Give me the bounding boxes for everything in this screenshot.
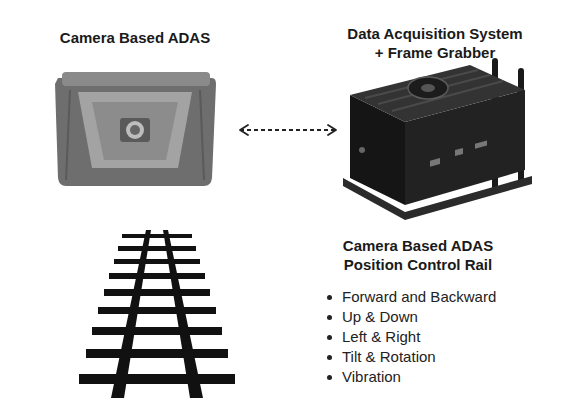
rail-track-part xyxy=(118,246,196,251)
arrow-head xyxy=(328,125,336,135)
motion-label: Vibration xyxy=(342,367,401,387)
rail-track-part xyxy=(86,349,228,358)
motion-label: Tilt & Rotation xyxy=(342,347,436,367)
data-acquisition-box-part xyxy=(365,70,478,98)
rail-track-part xyxy=(104,289,210,296)
rail-track-part xyxy=(122,234,192,238)
bullet-dot xyxy=(327,355,332,360)
motion-label: Up & Down xyxy=(342,307,418,327)
adas-camera-part xyxy=(55,78,216,186)
adas-camera-part xyxy=(126,121,144,139)
bullet-dot xyxy=(327,335,332,340)
adas-camera-part xyxy=(78,92,192,168)
rail-track-part xyxy=(79,374,235,384)
data-acquisition-box-part xyxy=(408,77,448,99)
bullet-dot xyxy=(327,295,332,300)
adas-camera-part xyxy=(92,102,178,160)
dashed-connector xyxy=(240,125,336,135)
rail-track-part xyxy=(92,327,222,335)
data-acquisition-box-part xyxy=(359,147,365,153)
arrow-head xyxy=(240,125,248,135)
rail-track-part xyxy=(111,230,151,398)
motion-label: Forward and Backward xyxy=(342,287,496,307)
node-heading: Camera Based ADAS xyxy=(40,28,230,47)
rail-track-part xyxy=(98,307,216,314)
node-heading: Data Acquisition System + Frame Grabber xyxy=(343,24,527,62)
rail-track xyxy=(79,230,235,398)
adas-camera-part xyxy=(200,90,204,180)
figure-node: Data Acquisition System + Frame Grabber xyxy=(330,18,540,226)
motion-label: Left & Right xyxy=(342,327,420,347)
adas-camera xyxy=(55,72,216,186)
bullet-dot xyxy=(327,315,332,320)
figure-node: Camera Based ADAS Position Control Rail xyxy=(70,228,550,398)
connector-line xyxy=(240,129,336,131)
rail-track-part xyxy=(114,259,200,264)
data-acquisition-box-part xyxy=(350,65,525,122)
bullet-dot xyxy=(327,375,332,380)
node-heading: Camera Based ADAS Position Control Rail xyxy=(318,236,518,274)
rail-track-part xyxy=(163,230,203,398)
adas-camera-part xyxy=(130,125,140,135)
data-acquisition-box-part xyxy=(455,148,463,156)
data-acquisition-box-part xyxy=(421,84,435,92)
adas-camera-part xyxy=(66,90,70,180)
data-acquisition-box xyxy=(343,58,532,220)
data-acquisition-box-part xyxy=(475,141,487,149)
data-acquisition-box-part xyxy=(430,158,440,167)
adas-camera-part xyxy=(120,118,150,142)
figure-node: Camera Based ADAS xyxy=(40,22,230,194)
adas-camera-part xyxy=(62,72,210,86)
rail-track-part xyxy=(109,273,205,279)
